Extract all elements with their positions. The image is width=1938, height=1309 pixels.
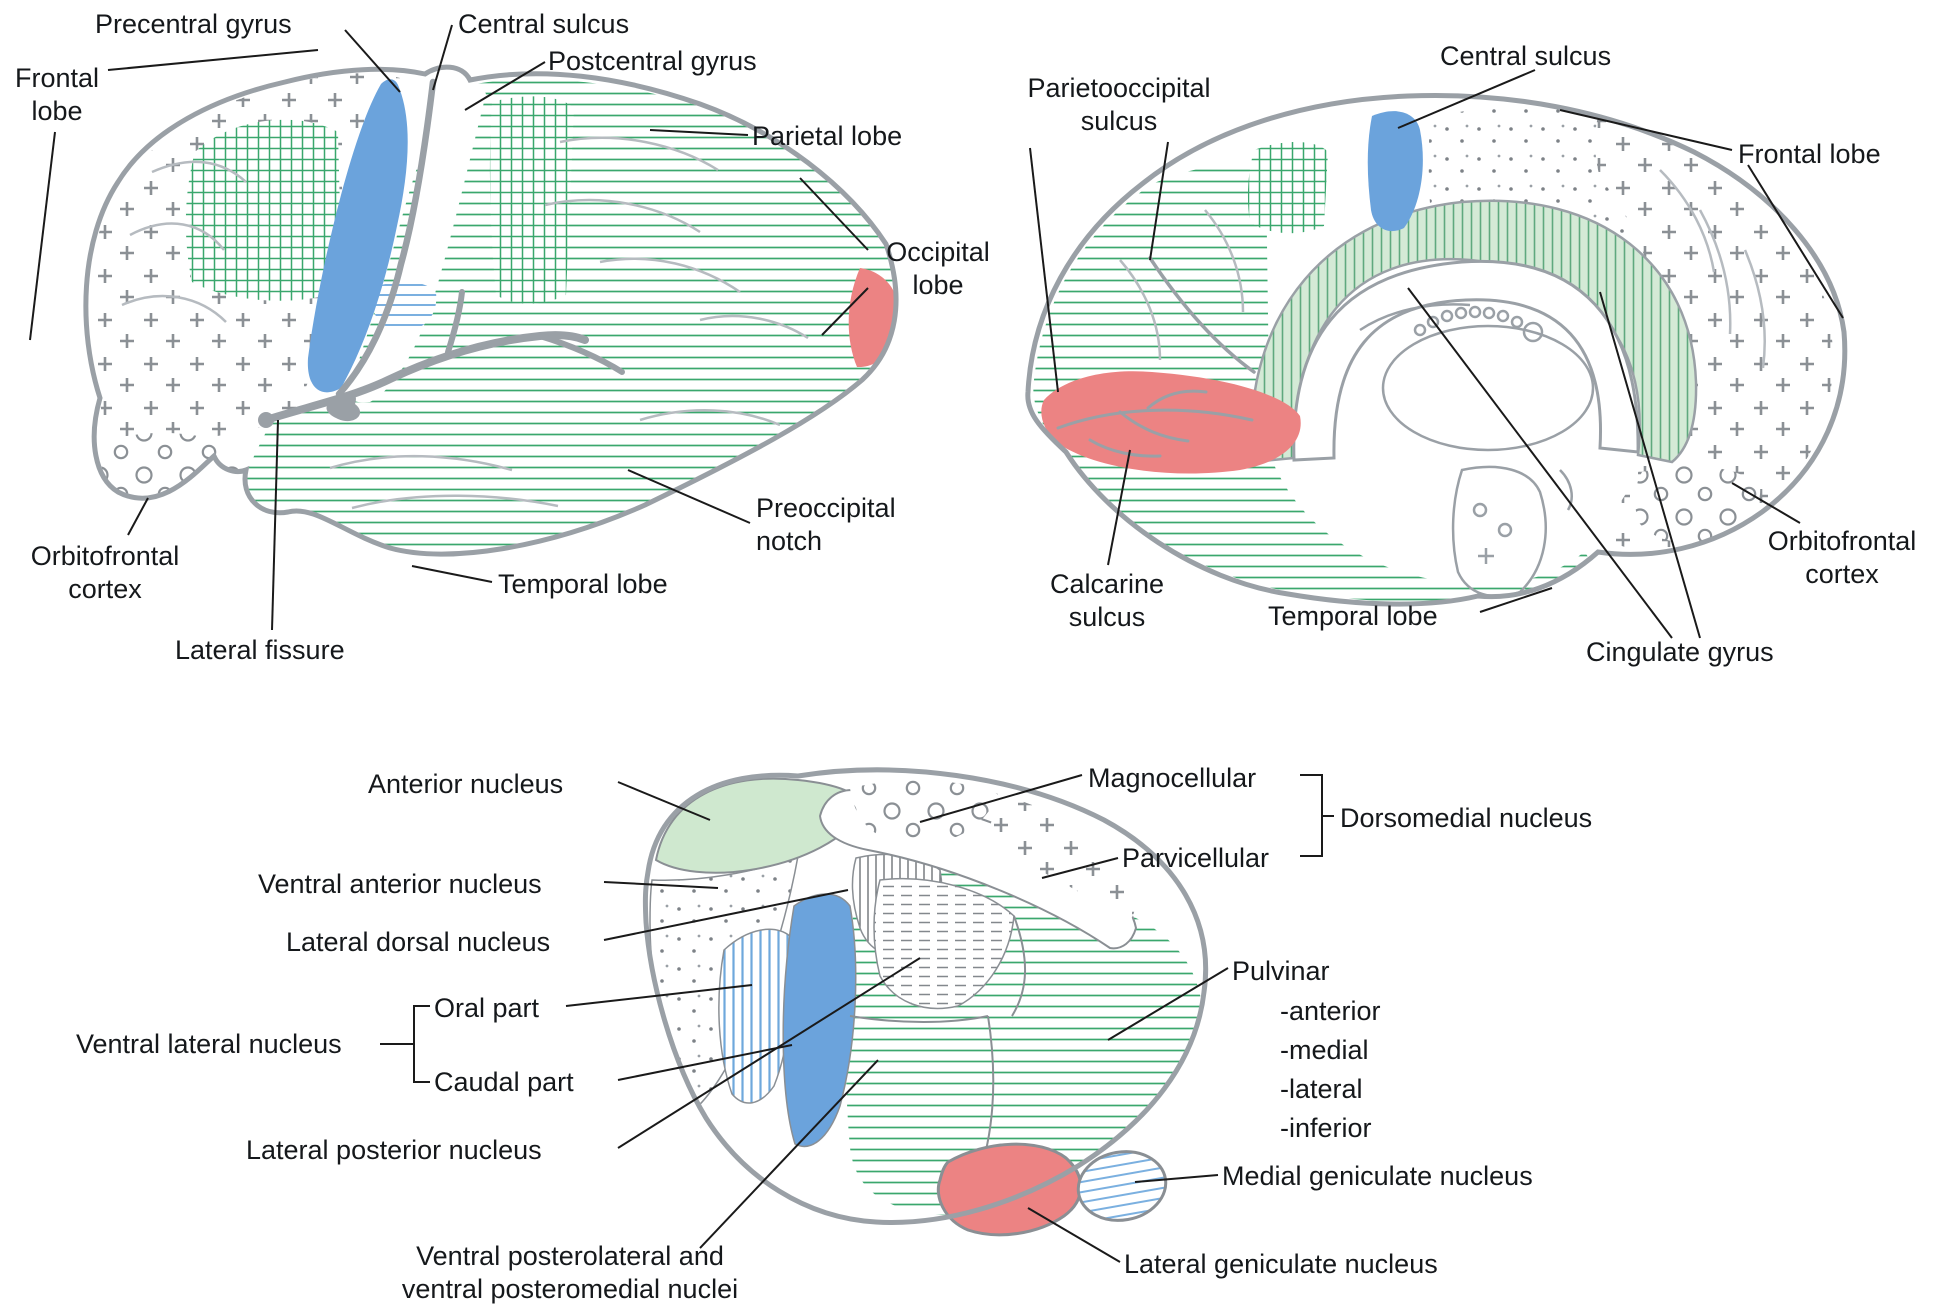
label-postcentral-gyrus: Postcentral gyrus <box>548 46 757 76</box>
medial-grid-patch <box>1247 141 1328 234</box>
label-caudal-part: Caudal part <box>434 1067 574 1097</box>
blue-lines-patch <box>373 281 437 332</box>
medial-brain-outline <box>1025 92 1848 607</box>
label-lateral-dorsal-nucleus: Lateral dorsal nucleus <box>286 927 551 957</box>
parietooccipital-sulcus-line <box>1148 256 1256 374</box>
orbitofrontal-region <box>101 432 247 518</box>
label-medial-frontal-lobe: Frontal lobe <box>1738 139 1881 169</box>
label-magnocellular: Magnocellular <box>1088 763 1257 793</box>
calcarine-sulcus-lines <box>1056 389 1254 458</box>
medial-inner-detail <box>1359 303 1595 598</box>
precentral-gyrus-region <box>307 79 408 393</box>
label-parietooccipital-sulcus: Parietooccipital sulcus <box>1027 73 1211 136</box>
ventral-lateral-bracket <box>380 1005 430 1083</box>
label-pulvinar-anterior: -anterior <box>1280 996 1381 1026</box>
label-precentral-gyrus: Precentral gyrus <box>95 9 292 39</box>
label-temporal-lobe: Temporal lobe <box>498 569 668 599</box>
label-anterior-nucleus: Anterior nucleus <box>368 769 564 799</box>
label-medial-geniculate-nucleus: Medial geniculate nucleus <box>1222 1161 1533 1191</box>
lateral-posterior-region <box>873 877 1015 1010</box>
label-medial-orbitofrontal-cortex: Orbitofrontal cortex <box>1767 526 1917 589</box>
label-parvicellular: Parvicellular <box>1122 843 1270 873</box>
medial-geniculate-region <box>1076 1150 1168 1222</box>
label-medial-central-sulcus: Central sulcus <box>1440 41 1612 71</box>
parvicellular-region <box>986 796 1136 922</box>
cingulate-gyrus-region <box>1249 199 1698 464</box>
label-orbitofrontal-cortex: Orbitofrontal cortex <box>30 541 180 604</box>
label-medial-temporal-lobe: Temporal lobe <box>1268 601 1438 631</box>
label-pulvinar-inferior: -inferior <box>1280 1113 1372 1143</box>
label-ventral-anterior-nucleus: Ventral anterior nucleus <box>258 869 542 899</box>
lateral-brain-outline <box>83 64 899 557</box>
label-pulvinar-lateral: -lateral <box>1280 1074 1363 1104</box>
lateral-fissure-lines <box>262 289 625 424</box>
grid-patch-frontal <box>185 119 342 301</box>
gyri-lines-lateral <box>121 136 809 510</box>
label-cingulate-gyrus: Cingulate gyrus <box>1586 637 1774 667</box>
label-calcarine-sulcus: Calcarine sulcus <box>1049 569 1165 632</box>
label-ventral-lateral-nucleus: Ventral lateral nucleus <box>76 1029 342 1059</box>
dorsomedial-bracket <box>1300 774 1334 857</box>
label-pulvinar: Pulvinar <box>1232 956 1330 986</box>
fissure-start-blob <box>258 412 274 428</box>
medial-central-sulcus-region <box>1367 111 1423 232</box>
label-oral-part: Oral part <box>434 993 540 1023</box>
label-frontal-lobe: Frontal lobe <box>14 63 100 126</box>
thalamus-outline <box>642 767 1209 1225</box>
medial-view-figure <box>1025 92 1848 607</box>
label-occipital-lobe: Occipital lobe <box>886 237 990 300</box>
central-sulcus-line <box>335 78 437 398</box>
label-central-sulcus: Central sulcus <box>458 9 630 39</box>
label-lateral-fissure: Lateral fissure <box>175 635 345 665</box>
medial-green-region <box>1033 165 1590 604</box>
oral-part-region <box>718 928 794 1104</box>
grid-patch-parietal <box>489 96 574 304</box>
label-dorsomedial-nucleus: Dorsomedial nucleus <box>1340 803 1593 833</box>
label-pulvinar-medial: -medial <box>1280 1035 1369 1065</box>
gyri-lines-medial <box>1119 169 1766 369</box>
thalamus-figure <box>642 767 1209 1237</box>
lateral-view-figure <box>83 64 899 557</box>
magnocellular-region <box>850 780 998 845</box>
leader-lines <box>29 24 1844 1263</box>
corpus-callosum <box>1292 259 1640 462</box>
lateral-geniculate-region <box>936 1142 1083 1237</box>
label-vpl-vpm-nuclei: Ventral posterolateral and ventral poste… <box>401 1241 739 1304</box>
label-lateral-posterior-nucleus: Lateral posterior nucleus <box>246 1135 542 1165</box>
label-parietal-lobe: Parietal lobe <box>752 121 903 151</box>
fissure-junction-blob <box>326 392 361 422</box>
label-lateral-geniculate-nucleus: Lateral geniculate nucleus <box>1124 1249 1438 1279</box>
label-preoccipital-notch: Preoccipital notch <box>756 493 896 556</box>
parietal-temporal-region <box>247 79 895 554</box>
